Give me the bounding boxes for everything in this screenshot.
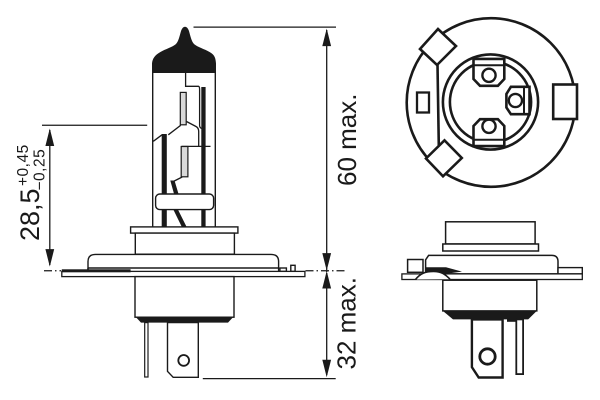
svg-text:28,5: 28,5 [15, 188, 45, 241]
svg-text:−0,25: −0,25 [32, 149, 49, 191]
svg-text:32 max.: 32 max. [332, 277, 362, 370]
svg-text:+0,45: +0,45 [15, 144, 32, 186]
svg-text:60 max.: 60 max. [332, 94, 362, 187]
